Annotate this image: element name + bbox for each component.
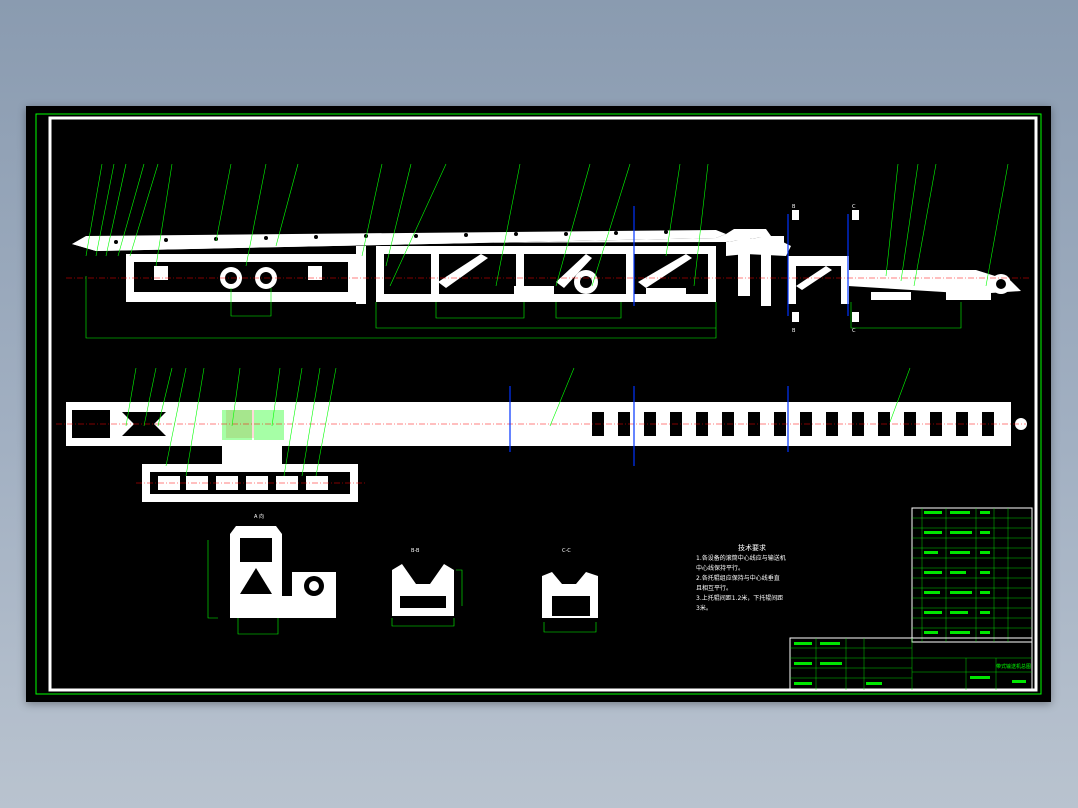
conveyor-assembly-drawing: B B C C xyxy=(35,113,1042,695)
plan-view xyxy=(56,367,1027,502)
outer-border xyxy=(35,113,1042,695)
technical-notes: 技术要求 1.各设备的滚筒中心线应与输送机 中心线保持平行。 2.各托辊组应保持… xyxy=(696,543,786,612)
drawing-title: 带式输送机总图 xyxy=(996,663,1031,670)
section-mark-c-top: C xyxy=(852,204,856,210)
view-title-c: C-C xyxy=(562,548,571,554)
section-views: A 向 B-B C-C xyxy=(207,513,598,635)
view-title-b: B-B xyxy=(411,548,420,554)
section-mark-b-top: B xyxy=(792,204,796,210)
inner-frame xyxy=(48,116,1038,692)
note-line-6: 3米。 xyxy=(696,604,712,612)
cad-drawing-sheet: B B C C xyxy=(26,106,1051,702)
note-line-5: 3.上托辊间距1.2米，下托辊间距 xyxy=(696,594,783,602)
section-mark-c-bottom: C xyxy=(852,328,856,334)
note-line-1: 1.各设备的滚筒中心线应与输送机 xyxy=(696,554,786,562)
section-mark-b-bottom: B xyxy=(792,328,796,334)
note-line-2: 中心线保持平行。 xyxy=(696,564,744,572)
elevation-view: B B C C xyxy=(66,163,1031,339)
view-title-a: A 向 xyxy=(254,513,264,520)
note-line-3: 2.各托辊组应保持与中心线垂直 xyxy=(696,574,780,582)
note-line-4: 且相互平行。 xyxy=(696,584,732,592)
notes-title: 技术要求 xyxy=(738,543,766,552)
title-block: 带式输送机总图 xyxy=(789,507,1033,691)
